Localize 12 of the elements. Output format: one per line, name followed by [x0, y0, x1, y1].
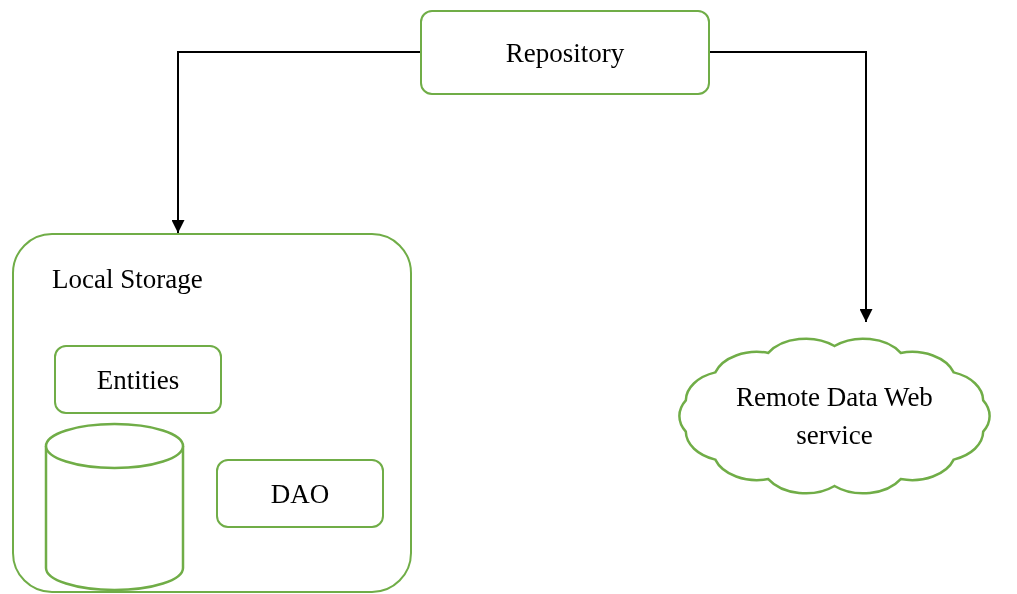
node-label: Local Storage	[52, 264, 203, 294]
container-box	[12, 233, 412, 593]
database-cylinder	[44, 422, 185, 592]
process-box	[216, 459, 384, 528]
node-label: Remote Data Web service	[735, 381, 934, 452]
arrow	[709, 51, 873, 323]
process-box	[420, 10, 710, 95]
node-label: Repository	[505, 36, 625, 70]
node-label: Entities	[96, 363, 180, 397]
arrow	[171, 51, 421, 234]
process-box	[54, 345, 222, 414]
node-label: DAO	[270, 477, 330, 511]
